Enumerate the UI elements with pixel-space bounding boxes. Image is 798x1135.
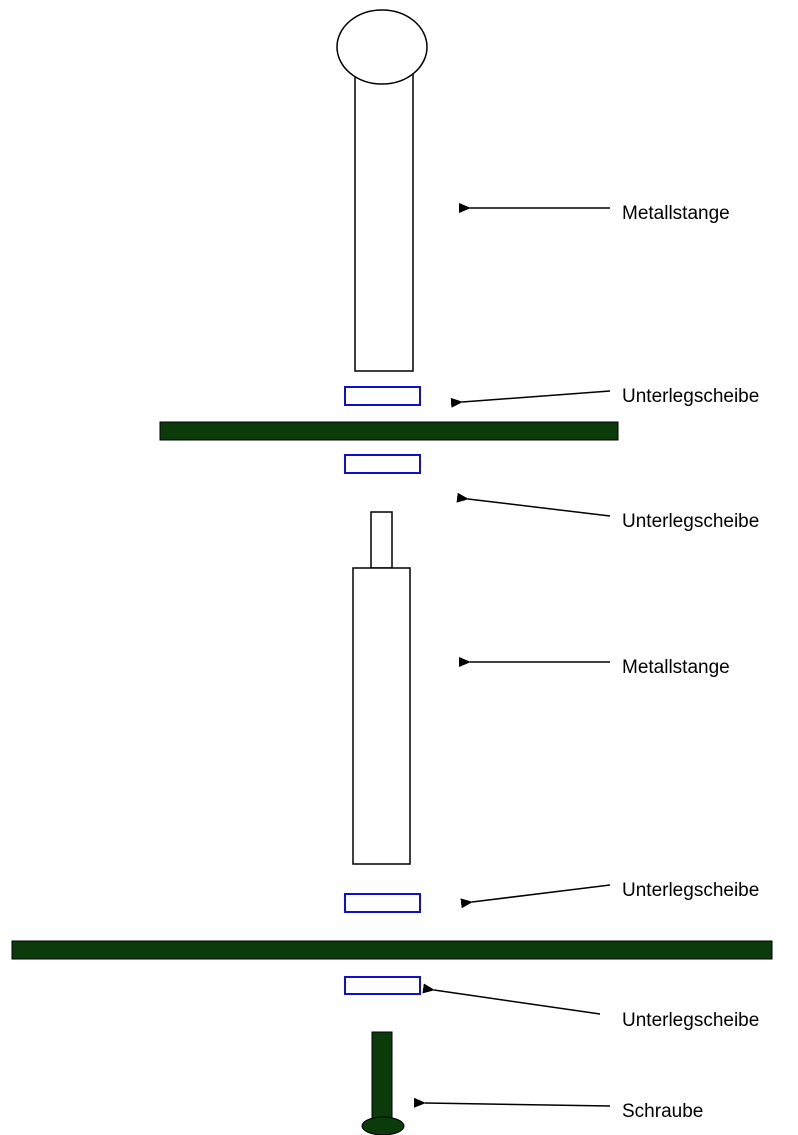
label-rod-top: Metallstange	[622, 203, 730, 224]
top-rod	[354, 67, 414, 372]
upper-plate	[159, 421, 619, 441]
arrow-washer-2	[456, 492, 611, 517]
arrow-washer-3	[460, 884, 611, 909]
washer-1	[344, 386, 421, 406]
label-washer-1: Unterlegscheibe	[622, 386, 759, 407]
washer-2	[344, 454, 421, 474]
screw-shaft	[371, 1031, 393, 1125]
washer-4	[344, 976, 421, 995]
bottom-rod-pin	[370, 511, 393, 569]
label-washer-3: Unterlegscheibe	[622, 880, 759, 901]
screw-head	[361, 1116, 405, 1135]
arrow-washer-1	[450, 390, 611, 408]
bottom-rod	[352, 567, 411, 865]
label-washer-4: Unterlegscheibe	[622, 1010, 759, 1031]
washer-3	[344, 893, 421, 913]
lower-plate	[11, 940, 773, 960]
label-washer-2: Unterlegscheibe	[622, 511, 759, 532]
label-rod-bottom: Metallstange	[622, 657, 730, 678]
arrow-screw	[413, 1097, 611, 1108]
label-screw: Schraube	[622, 1101, 703, 1122]
top-rod-knob	[336, 9, 428, 85]
arrow-washer-4	[422, 983, 601, 1015]
